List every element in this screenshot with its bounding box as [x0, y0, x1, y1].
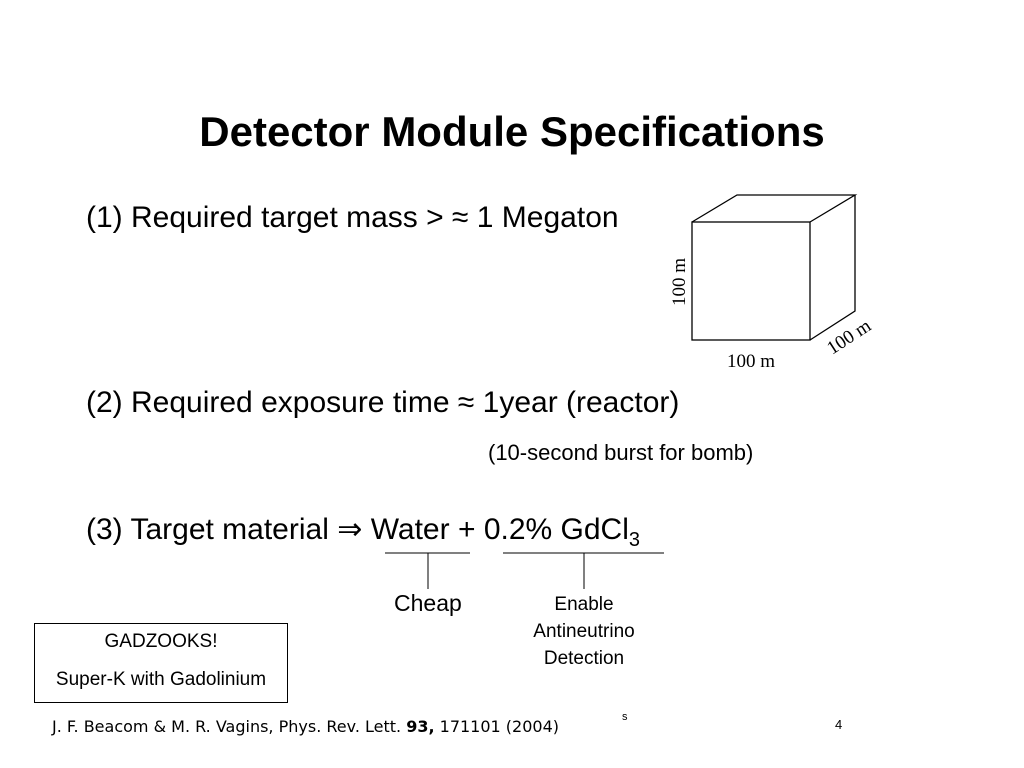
page-number: 4: [835, 717, 843, 732]
gadzooks-title: GADZOOKS!: [104, 631, 218, 652]
citation-volume: 93,: [406, 717, 435, 736]
exposure-note: (10-second burst for bomb): [488, 440, 754, 465]
cube-height-label: 100 m: [669, 258, 690, 306]
point-target-mass: (1) Required target mass > ≈ 1 Megaton: [86, 201, 619, 234]
implies-arrow-icon: ⇒: [337, 513, 363, 546]
citation-authors: J. F. Beacom & M. R. Vagins, Phys. Rev. …: [52, 717, 402, 736]
additive-subscript: 3: [628, 529, 641, 551]
material-additive: 0.2% GdCl: [483, 513, 629, 546]
point-exposure-time: (2) Required exposure time ≈ 1year (reac…: [86, 386, 680, 419]
citation: J. F. Beacom & M. R. Vagins, Phys. Rev. …: [52, 717, 559, 736]
cube-width-label: 100 m: [727, 351, 775, 372]
annotation-enable-detection: Enable Antineutrino Detection: [533, 594, 635, 669]
cube-front-face: [691, 221, 811, 341]
annotation-cheap: Cheap: [394, 590, 462, 616]
cube-depth-label: 100 m: [823, 315, 875, 359]
cube-side-face: [809, 195, 856, 341]
gadzooks-box: GADZOOKS! Super-K with Gadolinium: [34, 623, 288, 703]
material-prefix: (3) Target material: [86, 513, 329, 546]
cube-top-face: [691, 194, 858, 223]
material-water: Water: [370, 513, 450, 546]
cube-diagram: [691, 194, 858, 341]
citation-rest: 171101 (2004): [439, 717, 560, 736]
plus-sign: +: [457, 513, 476, 546]
slide-title: Detector Module Specifications: [199, 108, 825, 155]
gadzooks-subtitle: Super-K with Gadolinium: [55, 669, 267, 690]
point-target-material: (3) Target material ⇒ Water + 0.2% GdCl3: [86, 512, 640, 552]
small-mark: s: [622, 711, 628, 723]
